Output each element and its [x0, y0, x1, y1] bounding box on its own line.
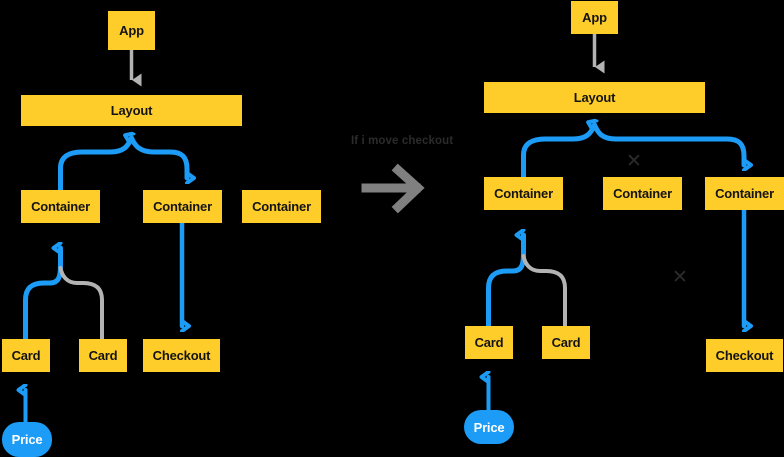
cross-mark-icon-1: ✕: [626, 150, 642, 172]
edge-card2-to-container1: [521, 254, 567, 328]
edge-card1-to-container1: [23, 248, 63, 342]
right-node-container-2[interactable]: Container: [603, 177, 682, 210]
left-node-card-1[interactable]: Card: [2, 339, 50, 372]
transition-caption: If i move checkout: [351, 135, 454, 147]
right-node-checkout[interactable]: Checkout: [706, 339, 783, 372]
edge-container1-to-layout: [58, 138, 132, 193]
left-node-container-1[interactable]: Container: [21, 190, 100, 223]
right-node-container-1[interactable]: Container: [484, 177, 563, 210]
right-node-card-2[interactable]: Card: [542, 326, 590, 359]
cross-mark-icon-2: ✕: [672, 266, 688, 288]
left-node-layout[interactable]: Layout: [21, 95, 242, 126]
right-node-app[interactable]: App: [571, 1, 618, 34]
transition-arrow-group: [361, 163, 425, 214]
left-node-checkout[interactable]: Checkout: [143, 339, 220, 372]
arrow-right-icon: [361, 163, 425, 214]
right-node-container-3[interactable]: Container: [705, 177, 784, 210]
left-node-card-2[interactable]: Card: [79, 339, 127, 372]
edge-card2-to-container1: [58, 266, 104, 341]
right-node-price[interactable]: Price: [464, 410, 514, 444]
left-node-app[interactable]: App: [108, 11, 155, 50]
left-node-price[interactable]: Price: [2, 422, 52, 457]
left-node-container-2[interactable]: Container: [143, 190, 222, 223]
right-edges: [486, 34, 745, 412]
edge-layout-to-container3: [592, 122, 745, 165]
right-node-card-1[interactable]: Card: [465, 326, 513, 359]
left-node-container-3[interactable]: Container: [242, 190, 321, 223]
edge-card1-to-container1: [486, 235, 526, 329]
edge-container1-to-layout: [521, 125, 595, 180]
edge-layout-to-container2: [129, 135, 188, 178]
left-edges: [23, 50, 188, 424]
right-node-layout[interactable]: Layout: [484, 82, 705, 113]
